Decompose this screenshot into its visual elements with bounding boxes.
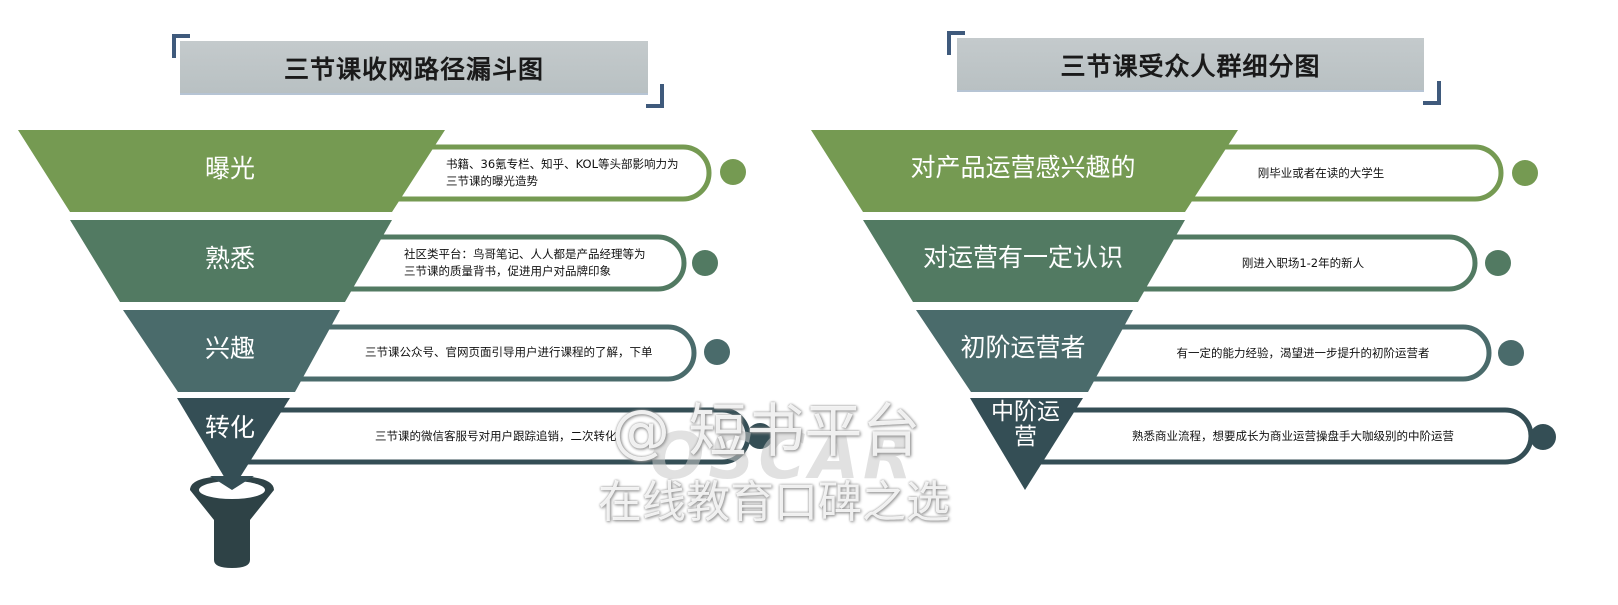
layer-description-4: 三节课的微信客服号对用户跟踪追销，二次转化 (375, 429, 617, 443)
right-title: 三节课受众人群细分图 (1060, 52, 1321, 81)
pill-outline-2 (1109, 234, 1478, 292)
funnel-layer-3 (916, 310, 1133, 392)
left-title-box: 三节课收网路径漏斗图 (180, 41, 648, 95)
funnel-layer-4 (970, 398, 1083, 490)
title-bracket-top-left (947, 31, 965, 55)
layer-label-1: 对产品运营感兴趣的 (910, 153, 1136, 182)
title-bracket-top-left (172, 34, 190, 58)
left-funnel-graphic (18, 130, 773, 568)
layer-description-1: 书籍、36氪专栏、知乎、KOL等头部影响力为 三节课的曝光造势 (446, 157, 679, 188)
bullet-dot-1 (1512, 160, 1538, 186)
bullet-dot-3 (704, 339, 730, 365)
bullet-dot-2 (1485, 250, 1511, 276)
layer-description-4: 熟悉商业流程，想要成长为商业运营操盘手大咖级别的中阶运营 (1132, 429, 1454, 443)
funnel-layer-1 (811, 130, 1238, 212)
pill-outline-2 (316, 234, 687, 292)
pill-outline-3 (1069, 324, 1492, 382)
funnel-layer-2 (863, 220, 1185, 302)
right-title-box: 三节课受众人群细分图 (957, 38, 1424, 92)
layer-label-1: 曝光 (204, 154, 255, 183)
pill-outline-1 (356, 144, 712, 202)
layer-description-3: 有一定的能力经验，渴望进一步提升的初阶运营者 (1176, 346, 1430, 360)
right-funnel-graphic (811, 130, 1556, 490)
bullet-dot-4 (747, 423, 773, 449)
layer-label-2: 熟悉 (204, 244, 255, 273)
layer-description-1: 刚毕业或者在读的大学生 (1257, 166, 1385, 180)
right-panel-audience: 三节课受众人群细分图 对产品运营感兴趣的 对运营有一定认识 初阶运营者 中阶运 … (793, 0, 1593, 605)
layer-description-2: 社区类平台：鸟哥笔记、人人都是产品经理等为 三节课的质量背书，促进用户对品牌印象 (404, 247, 646, 278)
layer-description-2: 刚进入职场1-2年的新人 (1241, 256, 1365, 270)
layer-label-4: 转化 (204, 413, 255, 442)
left-panel-funnel: 三节课收网路径漏斗图 曝光 熟悉 兴趣 转化 (0, 0, 800, 605)
layer-label-2: 对运营有一定认识 (922, 243, 1123, 272)
left-title: 三节课收网路径漏斗图 (283, 55, 544, 84)
bullet-dot-4 (1530, 424, 1556, 450)
funnel-layer-3 (123, 310, 340, 392)
layer-description-3: 三节课公众号、官网页面引导用户进行课程的了解，下单 (365, 345, 653, 359)
layer-label-3: 初阶运营者 (960, 333, 1086, 362)
title-bracket-bottom-right (646, 84, 664, 108)
title-bracket-bottom-right (1423, 81, 1441, 105)
funnel-layer-1 (18, 130, 445, 212)
bullet-dot-3 (1498, 340, 1524, 366)
layer-label-3: 兴趣 (204, 334, 255, 363)
bullet-dot-1 (720, 159, 746, 185)
funnel-layer-2 (70, 220, 392, 302)
layer-label-4: 中阶运 营 (991, 399, 1060, 451)
pill-outline-3 (276, 324, 697, 382)
funnel-layer-4 (177, 398, 290, 490)
pill-outline-1 (1149, 144, 1504, 202)
bullet-dot-2 (692, 250, 718, 276)
